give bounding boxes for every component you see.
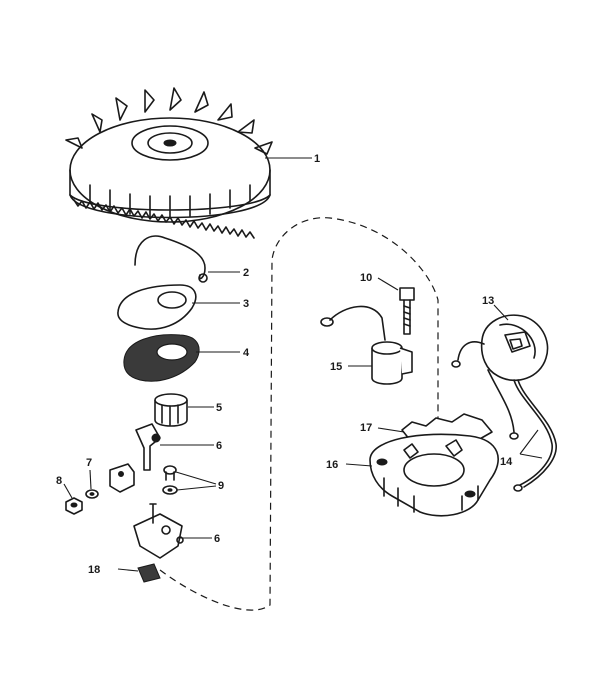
mounting-screw xyxy=(377,277,415,335)
callout-7: 7 xyxy=(86,457,92,469)
callout-6-upper: 6 xyxy=(216,440,222,452)
callout-3: 3 xyxy=(243,298,249,310)
washer xyxy=(85,469,99,499)
breaker-arm xyxy=(135,423,214,471)
spring-clip xyxy=(134,235,240,283)
callout-1: 1 xyxy=(314,153,320,165)
assembly-group-outline xyxy=(159,217,439,611)
callout-18: 18 xyxy=(88,564,100,576)
callout-15: 15 xyxy=(330,361,342,373)
flywheel xyxy=(65,87,312,239)
callout-14: 14 xyxy=(500,456,513,468)
ground-leads xyxy=(513,379,557,492)
callout-6-lower: 6 xyxy=(214,533,220,545)
callout-10: 10 xyxy=(360,272,372,284)
callout-2-spring: 2 xyxy=(243,267,249,279)
nut xyxy=(63,483,83,515)
callout-4: 4 xyxy=(243,347,250,359)
callout-13: 13 xyxy=(482,295,494,307)
ignition-coil xyxy=(451,304,549,440)
gasket xyxy=(123,334,240,382)
armature-base xyxy=(345,433,499,517)
callout-8: 8 xyxy=(56,475,62,487)
callout-5: 5 xyxy=(216,402,222,414)
terminal-bracket xyxy=(109,463,135,493)
felt-pad xyxy=(117,563,161,583)
callout-9: 9 xyxy=(218,480,224,492)
cam-sleeve xyxy=(154,393,214,427)
breaker-point-plate xyxy=(133,503,212,559)
condenser xyxy=(320,305,413,385)
callout-16: 16 xyxy=(326,459,338,471)
cover-plate xyxy=(117,284,240,330)
screw-and-lockwasher xyxy=(162,465,217,495)
callout-17: 17 xyxy=(360,422,372,434)
